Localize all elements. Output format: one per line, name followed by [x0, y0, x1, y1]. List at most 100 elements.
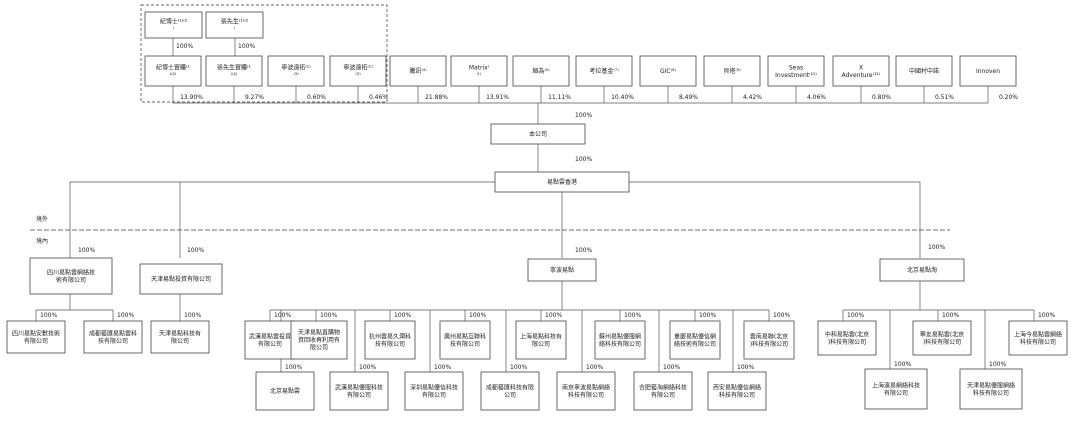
ningbo-bottom-4-label: 南京寧波易點網絡科技有限公司	[562, 383, 610, 399]
sichuan-sub-0-box	[6, 320, 66, 354]
shareholder-8-label: GIC⁽⁸⁾	[660, 68, 676, 75]
ningbo-top-1-label: 天津易點直購物資回收再利用有限公司	[298, 329, 340, 352]
ningbo-top-2-label: 杭州雲易久潤科技有限公司	[369, 332, 411, 348]
shareholder-12-box	[895, 55, 953, 87]
ningbo-top-0-box	[244, 320, 296, 360]
beijing-bottom-0-label: 上海遠易網絡科技有限公司	[872, 381, 920, 397]
hk-entity-box	[494, 171, 630, 193]
shareholder-3-box	[329, 55, 387, 87]
ningbo-entity-box	[527, 258, 597, 282]
beijing-pct: 100%	[928, 244, 945, 251]
shareholder-4-label: 騰訊⁽⁴⁾	[409, 67, 427, 75]
beijing-top-0-box	[817, 320, 877, 356]
ningbo-bottom-3-label: 成都藝匯科技有限公司	[486, 383, 534, 399]
sichuan-sub-1-label: 成都藝匯易點雲科技有限公司	[89, 329, 137, 345]
ningbo-top-6-box	[669, 320, 721, 360]
beijing-top-2-box	[1008, 320, 1068, 356]
ningbo-top-6-label: 重慶易點優信網絡技術有限公司	[674, 332, 716, 348]
beijing-bottom-0-box	[864, 368, 928, 410]
shareholder-7-box	[575, 55, 633, 87]
shareholder-8-pct: 8.49%	[679, 94, 698, 101]
hk-pct: 100%	[575, 156, 592, 163]
shareholder-5-label: Matrix⁽⁵⁾	[469, 64, 490, 79]
shareholder-2-pct: 0.60%	[307, 94, 326, 101]
beijing-top-2-label: 上海今易點雲網絡科技有限公司	[1014, 330, 1062, 346]
ningbo-top-3-label: 廣州易點互聯科技有限公司	[444, 332, 486, 348]
ningbo-bottom-0-box	[255, 371, 315, 411]
founders-dashed-group	[140, 4, 388, 103]
ningbo-bottom-1-label: 武漢易點優服科技有限公司	[335, 383, 383, 399]
shareholder-13-pct: 0.20%	[999, 94, 1018, 101]
beijing-top-1-box	[912, 320, 972, 356]
shareholder-0-box	[144, 55, 202, 87]
shareholder-1-label: 張先生實體⁽¹⁾⁽²⁾	[217, 63, 251, 79]
shareholder-9-box	[703, 55, 761, 87]
tianjin-pct: 100%	[187, 247, 204, 254]
company-label: 本公司	[529, 130, 547, 138]
ningbo-bottom-4-pct: 100%	[586, 364, 603, 371]
ningbo-bottom-6-pct: 100%	[737, 364, 754, 371]
ningbo-top-0-label: 武漢易點雲投資有限公司	[249, 332, 291, 348]
shareholder-10-pct: 4.06%	[807, 94, 826, 101]
ningbo-bottom-0-pct: 100%	[285, 364, 302, 371]
shareholder-7-pct: 10.40%	[611, 94, 634, 101]
hk-to-sichuan	[69, 181, 495, 258]
ningbo-bottom-4-box	[556, 371, 616, 411]
tianjin-sub-0-label: 天津易點科技有限公司	[159, 329, 201, 345]
tianjin-invest-entity-box	[139, 263, 223, 295]
shareholder-7-label: 考拉基金⁽⁷⁾	[589, 67, 619, 75]
beijing-bottom-1-box	[959, 368, 1023, 410]
sichuan-pct: 100%	[78, 247, 95, 254]
shareholder-5-box	[450, 55, 508, 87]
ningbo-top-6-pct: 100%	[699, 312, 716, 319]
shareholder-2-box	[267, 55, 325, 87]
shareholder-5-pct: 13.91%	[486, 94, 509, 101]
beijing-top-2-pct: 100%	[1038, 312, 1055, 319]
shareholder-10-box	[767, 55, 825, 87]
ningbo-top-1-pct: 100%	[320, 312, 337, 319]
ningbo-top-7-box	[743, 320, 795, 360]
beijing-top-1-label: 華友易點雲(北京)科技有限公司	[920, 330, 964, 346]
ningbo-top-2-pct: 100%	[394, 312, 411, 319]
ningbo-bottom-5-label: 合肥藝淘網絡科技有限公司	[639, 383, 687, 399]
shareholder-3-label: 寧波遠拓⁽¹⁾⁽³⁾	[343, 63, 373, 79]
tianjin-invest-entity-label: 天津易點投資有限公司	[151, 275, 211, 283]
ningbo-entity-label: 寧波易點	[550, 266, 574, 274]
hk-to-beijing	[629, 181, 921, 258]
beijing-top-1-pct: 100%	[942, 312, 959, 319]
shareholder-11-pct: 0.80%	[872, 94, 891, 101]
founder-1-pct: 100%	[176, 43, 193, 50]
sichuan-sub-1-pct: 100%	[117, 312, 134, 319]
ningbo-top-0-pct: 100%	[274, 312, 291, 319]
ningbo-pct: 100%	[575, 247, 592, 254]
shareholder-6-pct: 11.11%	[548, 94, 571, 101]
beijing-entity-label: 北京易點淘	[907, 266, 937, 274]
ningbo-top-1-box	[290, 320, 348, 360]
ningbo-bottom-5-box	[633, 371, 693, 411]
tianjin-sub-0-box	[150, 320, 210, 354]
shareholder-4-pct: 21.88%	[425, 94, 448, 101]
shareholder-6-box	[512, 55, 570, 87]
founder-2-pct: 100%	[238, 43, 255, 50]
shareholder-11-box	[832, 55, 890, 87]
ningbo-top-7-label: 雲南易聯(北京)科技有限公司	[750, 332, 788, 348]
entity-boxes: 紀博士⁽¹⁾⁽²⁾張先生⁽¹⁾⁽²⁾紀博士實體⁽¹⁾⁽²⁾張先生實體⁽¹⁾⁽²⁾…	[6, 11, 1068, 411]
shareholder-12-label: 中國村中諾	[909, 67, 939, 75]
beijing-bottom-1-label: 天津易點優服網絡科技有限公司	[967, 381, 1015, 397]
beijing-entity-box	[879, 258, 965, 282]
onshore-label: 境內	[36, 237, 48, 245]
ningbo-top-5-box	[594, 320, 646, 360]
shareholder-4-box	[389, 55, 447, 87]
shareholder-8-box	[639, 55, 697, 87]
ningbo-top-3-pct: 100%	[469, 312, 486, 319]
shareholder-12-pct: 0.51%	[935, 94, 954, 101]
ningbo-top-5-pct: 100%	[624, 312, 641, 319]
ningbo-top-4-pct: 100%	[545, 312, 562, 319]
founder-1-label: 紀博士⁽¹⁾⁽²⁾	[160, 17, 188, 33]
shareholder-9-pct: 4.42%	[743, 94, 762, 101]
offshore-label: 境外	[36, 215, 48, 223]
ningbo-top-4-box	[515, 320, 567, 360]
ningbo-bottom-1-box	[329, 371, 389, 411]
